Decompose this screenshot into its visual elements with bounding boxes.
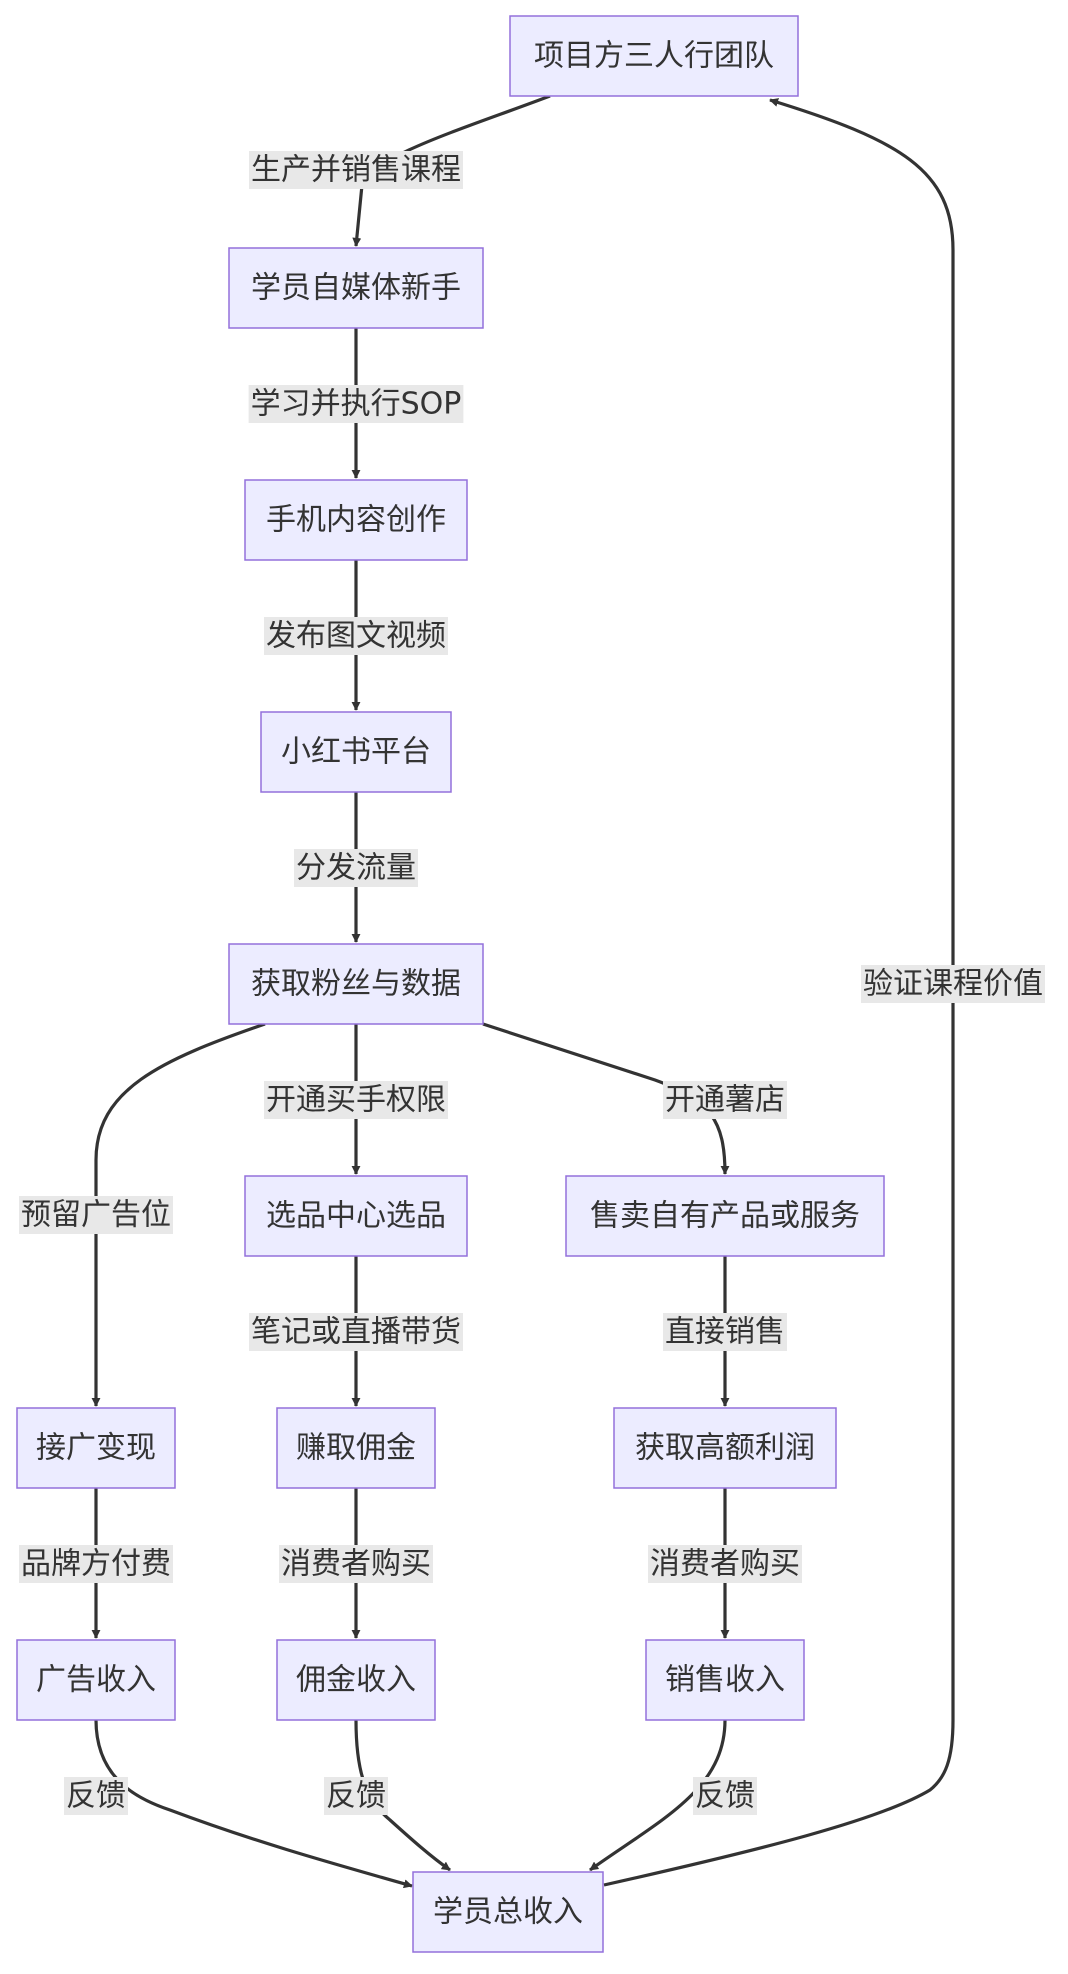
edge-label-text: 验证课程价值 (863, 967, 1043, 1002)
edge-label-text: 笔记或直播带货 (251, 1315, 461, 1350)
node-profit: 获取高额利润 (613, 1407, 837, 1489)
node-box (228, 943, 484, 1025)
edge-label-background (648, 1545, 802, 1583)
node-label: 项目方三人行团队 (534, 39, 774, 74)
edge-label-background (294, 849, 418, 887)
edge-label-background (249, 1313, 463, 1351)
edge-label-total-to-team: 验证课程价值 (861, 965, 1045, 1003)
node-box (16, 1639, 176, 1721)
node-total: 学员总收入 (412, 1871, 604, 1953)
node-label: 小红书平台 (281, 735, 431, 770)
node-label: 选品中心选品 (266, 1199, 446, 1234)
edge-label-text: 学习并执行SOP (251, 387, 462, 422)
node-box (276, 1639, 436, 1721)
node-adincome: 广告收入 (16, 1639, 176, 1721)
edge-label-text: 反馈 (695, 1779, 755, 1814)
edge-label-background (264, 617, 448, 655)
node-box (412, 1871, 604, 1953)
edge-label-text: 开通薯店 (665, 1083, 785, 1118)
node-box (244, 479, 468, 561)
edge-label-text: 分发流量 (296, 851, 416, 886)
edge-label-background (248, 385, 464, 423)
edge-label-background (861, 965, 1045, 1003)
node-create: 手机内容创作 (244, 479, 468, 561)
edge-label-text: 直接销售 (665, 1315, 785, 1350)
edge-comincome-to-total (354, 1719, 451, 1872)
edge-label-text: 反馈 (66, 1779, 126, 1814)
node-label: 销售收入 (665, 1663, 785, 1698)
node-comincome: 佣金收入 (276, 1639, 436, 1721)
edge-label-background (19, 1196, 173, 1234)
node-box (260, 711, 452, 793)
edges (91, 94, 955, 1889)
node-salesincome: 销售收入 (645, 1639, 805, 1721)
node-fans: 获取粉丝与数据 (228, 943, 484, 1025)
edge-label-create-to-xhs: 发布图文视频 (264, 617, 448, 655)
node-box (509, 15, 799, 97)
node-label: 学员总收入 (433, 1895, 583, 1930)
node-box (228, 247, 484, 329)
node-box (613, 1407, 837, 1489)
edge-label-salesincome-to-total: 反馈 (693, 1777, 757, 1815)
edge-label-commission-to-comincome: 消费者购买 (279, 1545, 433, 1583)
node-xhs: 小红书平台 (260, 711, 452, 793)
edge-label-adincome-to-total: 反馈 (64, 1777, 128, 1815)
edge-label-background (324, 1777, 388, 1815)
edge-label-fans-to-sellown: 开通薯店 (663, 1081, 787, 1119)
node-box (244, 1175, 468, 1257)
edge-label-background (663, 1081, 787, 1119)
edge-label-text: 发布图文视频 (266, 619, 446, 654)
node-label: 手机内容创作 (266, 503, 446, 538)
edge-label-sellown-to-profit: 直接销售 (663, 1313, 787, 1351)
edge-total-to-team (603, 98, 955, 1887)
node-select: 选品中心选品 (244, 1175, 468, 1257)
node-label: 接广变现 (36, 1431, 156, 1466)
node-sellown: 售卖自有产品或服务 (565, 1175, 885, 1257)
edge-label-text: 生产并销售课程 (251, 153, 461, 188)
edge-label-text: 预留广告位 (21, 1198, 171, 1233)
node-commission: 赚取佣金 (276, 1407, 436, 1489)
node-label: 学员自媒体新手 (251, 271, 461, 306)
edge-label-background (279, 1545, 433, 1583)
edge-label-comincome-to-total: 反馈 (324, 1777, 388, 1815)
edge-label-text: 开通买手权限 (266, 1083, 446, 1118)
node-box (645, 1639, 805, 1721)
edge-label-background (663, 1313, 787, 1351)
edge-label-background (249, 151, 463, 189)
node-label: 赚取佣金 (296, 1431, 416, 1466)
node-box (565, 1175, 885, 1257)
node-label: 佣金收入 (296, 1663, 416, 1698)
node-label: 广告收入 (36, 1663, 156, 1698)
edge-label-ad-to-adincome: 品牌方付费 (19, 1545, 173, 1583)
edge-label-team-to-student: 生产并销售课程 (249, 151, 463, 189)
edge-label-fans-to-ad: 预留广告位 (19, 1196, 173, 1234)
edge-fans-to-ad (91, 1022, 266, 1407)
node-label: 获取粉丝与数据 (251, 967, 461, 1002)
edge-label-profit-to-salesincome: 消费者购买 (648, 1545, 802, 1583)
edge-label-text: 品牌方付费 (21, 1547, 171, 1582)
edge-adincome-to-total (94, 1719, 413, 1889)
edge-label-text: 反馈 (326, 1779, 386, 1814)
node-label: 获取高额利润 (635, 1431, 815, 1466)
edge-label-background (64, 1777, 128, 1815)
edge-label-fans-to-select: 开通买手权限 (264, 1081, 448, 1119)
edge-label-background (19, 1545, 173, 1583)
node-team: 项目方三人行团队 (509, 15, 799, 97)
edge-salesincome-to-total (589, 1719, 727, 1872)
edge-label-xhs-to-fans: 分发流量 (294, 849, 418, 887)
edge-label-text: 消费者购买 (281, 1547, 431, 1582)
edge-label-text: 消费者购买 (650, 1547, 800, 1582)
edge-label-student-to-create: 学习并执行SOP (248, 385, 464, 423)
node-ad: 接广变现 (16, 1407, 176, 1489)
edge-label-select-to-commission: 笔记或直播带货 (249, 1313, 463, 1351)
node-label: 售卖自有产品或服务 (590, 1199, 860, 1234)
edge-label-background (693, 1777, 757, 1815)
node-box (276, 1407, 436, 1489)
node-box (16, 1407, 176, 1489)
edge-label-background (264, 1081, 448, 1119)
node-student: 学员自媒体新手 (228, 247, 484, 329)
